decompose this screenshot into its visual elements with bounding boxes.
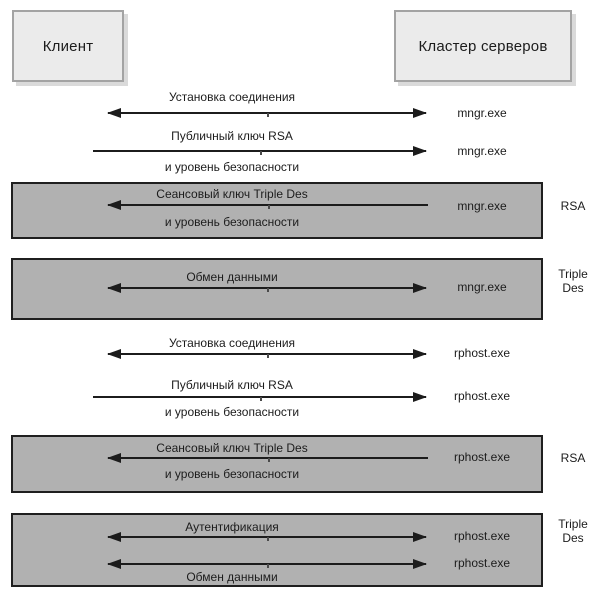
message-label: Публичный ключ RSA [171,129,293,143]
process-label: rphost.exe [453,389,511,403]
arrow-center-tick [267,564,269,568]
encryption-label: RSA [560,199,586,213]
arrow-center-tick [267,288,269,292]
right-arrowhead-icon [413,146,427,156]
message-label: Установка соединения [168,336,296,350]
right-arrowhead-icon [413,532,427,542]
message-label: и уровень безопасности [164,467,300,481]
message-label: Публичный ключ RSA [171,378,293,392]
message-label: Обмен данными [186,570,278,584]
security-band-rsa-rphost [11,435,543,493]
arrow-center-tick [267,537,269,541]
encryption-label: Triple Des [558,517,588,545]
arrow-center-tick [267,113,269,117]
encryption-label: Triple Des [558,267,588,295]
double-arrow [107,349,427,359]
process-label: rphost.exe [453,556,511,570]
process-label: rphost.exe [453,450,511,464]
arrow-center-tick [267,458,270,462]
server-cluster-box-label: Кластер серверов [418,37,548,55]
message-label: Сеансовый ключ Triple Des [156,187,308,201]
arrow-center-tick [260,151,262,155]
arrow-line [93,396,426,398]
right-arrowhead-icon [413,283,427,293]
double-arrow [107,532,427,542]
arrow-center-tick [267,354,269,358]
server-cluster-box: Кластер серверов [394,10,572,82]
process-label: mngr.exe [457,144,507,158]
process-label: rphost.exe [453,346,511,360]
double-arrow [107,283,427,293]
arrow-line [93,150,426,152]
message-label: Обмен данными [186,270,278,284]
message-label: и уровень безопасности [164,160,300,174]
double-arrow [107,108,427,118]
process-label: mngr.exe [457,199,507,213]
message-label: Сеансовый ключ Triple Des [156,441,308,455]
arrow-to-client [107,453,428,463]
arrow-center-tick [260,397,262,401]
message-label: и уровень безопасности [164,215,300,229]
message-label: Аутентификация [185,520,279,534]
encryption-label: RSA [560,451,586,465]
process-label: mngr.exe [457,280,507,294]
message-label: Установка соединения [168,90,296,104]
right-arrowhead-icon [413,108,427,118]
right-arrowhead-icon [413,392,427,402]
security-band-tripledes-rphost [11,513,543,587]
right-arrowhead-icon [413,349,427,359]
message-label: и уровень безопасности [164,405,300,419]
arrow-to-client [107,200,428,210]
right-arrowhead-icon [413,559,427,569]
client-box-label: Клиент [42,37,94,55]
process-label: rphost.exe [453,529,511,543]
client-box: Клиент [12,10,124,82]
arrow-center-tick [267,205,270,209]
security-band-rsa-mngr [11,182,543,239]
process-label: mngr.exe [457,106,507,120]
arrow-to-server [93,146,427,156]
arrow-to-server [93,392,427,402]
double-arrow [107,559,427,569]
security-band-tripledes-mngr [11,258,543,320]
